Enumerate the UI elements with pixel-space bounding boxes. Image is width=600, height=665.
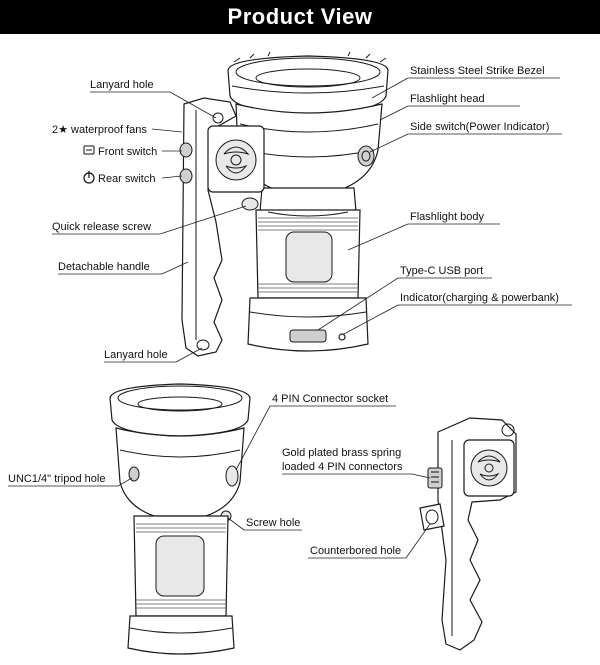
label-detachable-handle: Detachable handle <box>58 261 150 273</box>
label-side-switch: Side switch(Power Indicator) <box>410 121 549 133</box>
label-flashlight-body: Flashlight body <box>410 211 484 223</box>
power-icon <box>83 171 95 184</box>
top-callout-lines <box>52 77 572 363</box>
label-strike-bezel: Stainless Steel Strike Bezel <box>410 65 545 77</box>
label-front-switch: Front switch <box>98 146 157 158</box>
label-tripod-hole: UNC1/4" tripod hole <box>8 473 105 485</box>
front-switch-icon <box>83 145 95 155</box>
label-indicator: Indicator(charging & powerbank) <box>400 292 559 304</box>
label-connector-socket: 4 PIN Connector socket <box>272 393 388 405</box>
label-counterbored-hole: Counterbored hole <box>310 545 401 557</box>
label-screw-hole: Screw hole <box>246 517 300 529</box>
label-rear-switch: Rear switch <box>98 173 155 185</box>
label-quick-release-screw: Quick release screw <box>52 221 151 233</box>
handle-illustration <box>419 417 517 651</box>
label-spring-line2: loaded 4 PIN connectors <box>282 461 403 473</box>
label-lanyard-hole-top: Lanyard hole <box>90 79 154 91</box>
label-lanyard-hole-bottom: Lanyard hole <box>104 349 168 361</box>
page-title: Product View <box>227 4 373 29</box>
flashlight-top-illustration <box>179 51 389 357</box>
label-waterproof-fans: 2★ waterproof fans <box>52 124 147 136</box>
header-banner: Product View <box>0 0 600 34</box>
label-flashlight-head: Flashlight head <box>410 93 485 105</box>
flashlight-bare-illustration <box>109 383 251 655</box>
label-spring-line1: Gold plated brass spring <box>282 447 401 459</box>
bottom-right-callout-lines <box>282 473 431 559</box>
label-usb-port: Type-C USB port <box>400 265 483 277</box>
bottom-left-callout-lines <box>8 405 396 531</box>
